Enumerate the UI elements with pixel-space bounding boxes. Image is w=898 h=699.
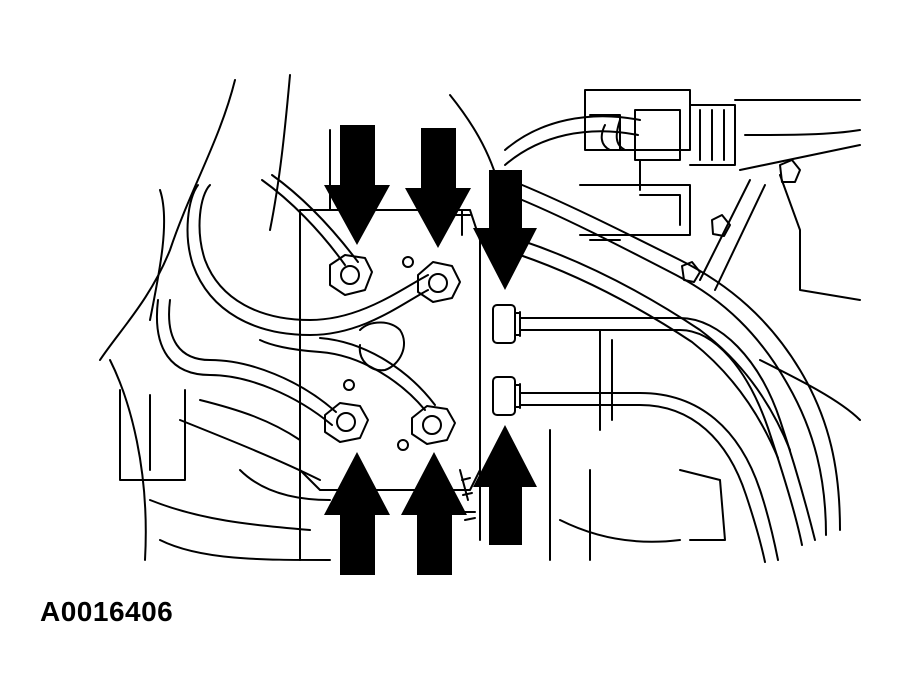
right-lower-bracket bbox=[549, 329, 861, 561]
upper-right-component bbox=[579, 89, 861, 301]
arrow-down-left bbox=[324, 125, 390, 245]
arrow-up-center bbox=[401, 452, 467, 575]
hydraulic-control-unit bbox=[299, 94, 501, 561]
fitting-upper-center bbox=[417, 261, 461, 303]
arrow-down-right bbox=[473, 170, 537, 290]
figure-id-label: A0016406 bbox=[40, 596, 174, 627]
arrow-down-center bbox=[405, 128, 471, 248]
fitting-upper-left bbox=[329, 254, 373, 296]
brake-lines bbox=[156, 115, 841, 563]
left-body-panel bbox=[99, 74, 331, 561]
arrow-up-left bbox=[324, 452, 390, 575]
fitting-right-lower bbox=[492, 376, 521, 416]
fitting-lower-left bbox=[324, 402, 369, 443]
arrow-up-right bbox=[473, 425, 537, 545]
fitting-lower-center bbox=[411, 405, 456, 445]
fitting-right-upper bbox=[492, 304, 521, 344]
